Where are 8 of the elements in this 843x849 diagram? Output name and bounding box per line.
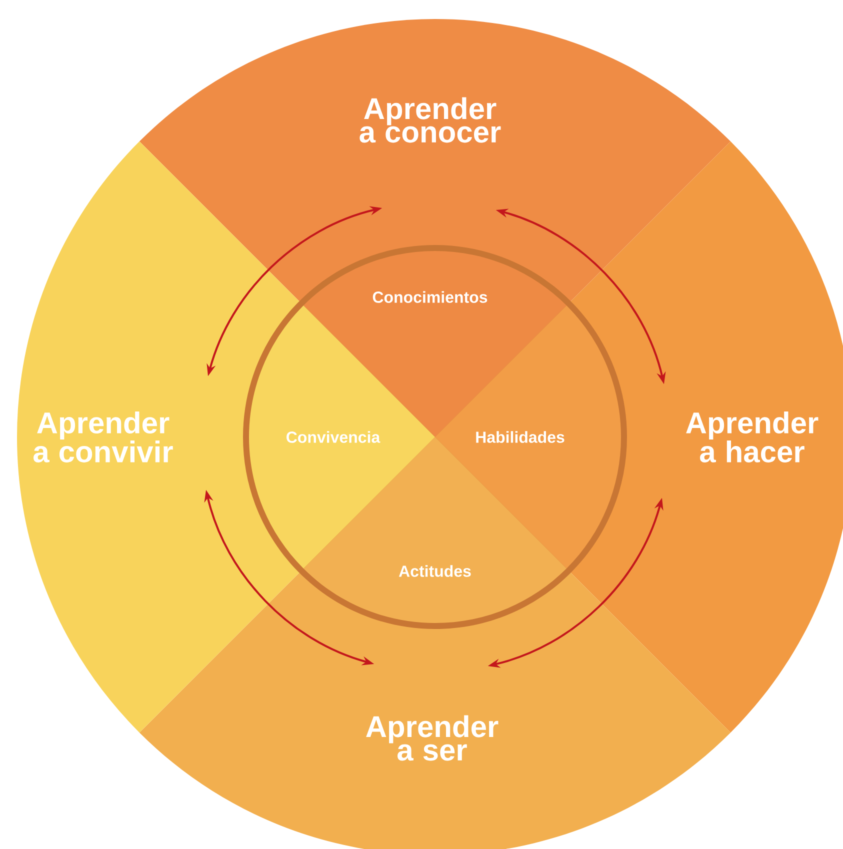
inner-quadrant-label: Actitudes: [398, 565, 471, 577]
quadrant-label: Aprender a convivir: [34, 412, 173, 462]
inner-quadrant-label: Habilidades: [476, 431, 564, 443]
quadrant-label: Aprender a hacer: [686, 412, 818, 462]
inner-quadrant-label: Convivencia: [286, 431, 380, 443]
quadrant-label: Aprender a ser: [366, 715, 498, 761]
inner-quadrant-label: Conocimientos: [372, 291, 488, 303]
quadrant-label: Aprender a conocer: [360, 97, 501, 143]
